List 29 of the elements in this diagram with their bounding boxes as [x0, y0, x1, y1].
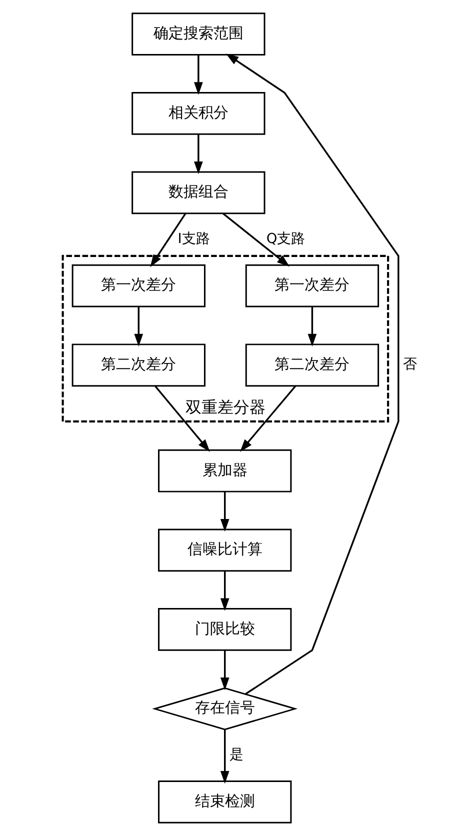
arrow [154, 386, 210, 452]
edge-label: Q支路 [266, 230, 305, 247]
arrow [193, 55, 202, 95]
arrow [307, 306, 316, 347]
node-box: 结束检测 [158, 780, 292, 824]
node-box: 确定搜索范围 [131, 12, 265, 56]
node-box: 第二次差分 [71, 344, 205, 387]
node-box: 第一次差分 [71, 264, 205, 308]
arrow [134, 306, 143, 347]
edge-label: 否 [402, 356, 416, 373]
node-box: 相关积分 [131, 92, 265, 135]
arrow [239, 386, 296, 452]
arrow [220, 730, 229, 784]
node-box: 第二次差分 [244, 344, 379, 387]
arrow [220, 650, 229, 690]
node-box: 累加器 [158, 449, 292, 492]
arrow [193, 134, 202, 174]
arrow [150, 213, 186, 268]
arrow [222, 212, 290, 267]
arrow [225, 54, 399, 695]
node-diamond: 存在信号 [152, 687, 298, 730]
edge-label: I支路 [177, 230, 210, 247]
edge-label: 是 [228, 746, 243, 763]
arrow [220, 571, 229, 611]
arrow [220, 492, 229, 532]
node-box: 数据组合 [131, 171, 265, 214]
node-box: 门限比较 [158, 608, 292, 651]
node-box: 信噪比计算 [158, 528, 292, 572]
node-box: 第一次差分 [244, 264, 379, 308]
